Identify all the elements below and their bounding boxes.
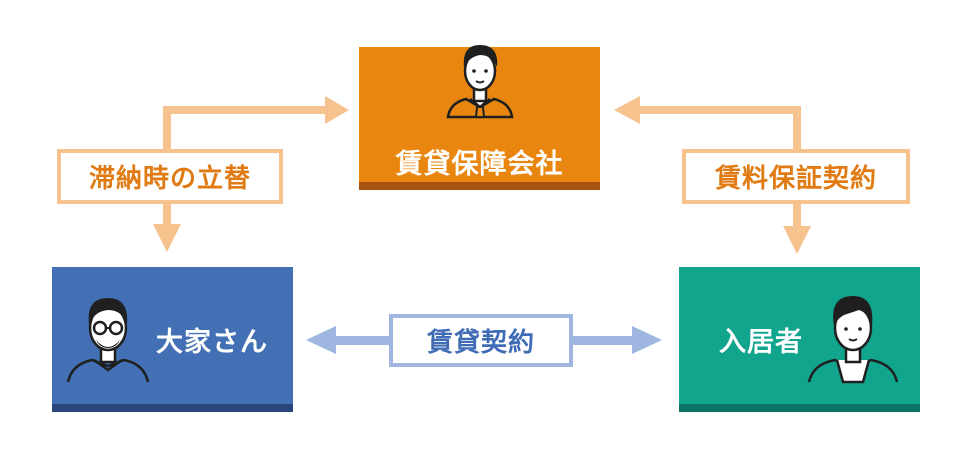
tenant-bar <box>679 404 920 412</box>
landlord-label: 大家さん <box>156 327 268 358</box>
guarantee-company-bar <box>359 182 600 190</box>
young-man-icon <box>807 296 899 384</box>
rental-contract-tag: 賃貸契約 <box>389 314 573 367</box>
landlord-bar <box>52 404 293 412</box>
rent-guarantee-contract-tag: 賃料保証契約 <box>682 149 910 204</box>
guarantee-company-box: 賃貸保障会社 <box>359 45 600 190</box>
businessman-icon <box>446 45 514 119</box>
glasses-man-icon <box>66 298 150 383</box>
advance-payment-tag: 滞納時の立替 <box>57 149 283 204</box>
tenant-label: 入居者 <box>719 327 803 358</box>
guarantee-company-label: 賃貸保障会社 <box>395 149 564 180</box>
tenant-box: 入居者 <box>679 267 920 412</box>
landlord-box: 大家さん <box>52 267 293 412</box>
